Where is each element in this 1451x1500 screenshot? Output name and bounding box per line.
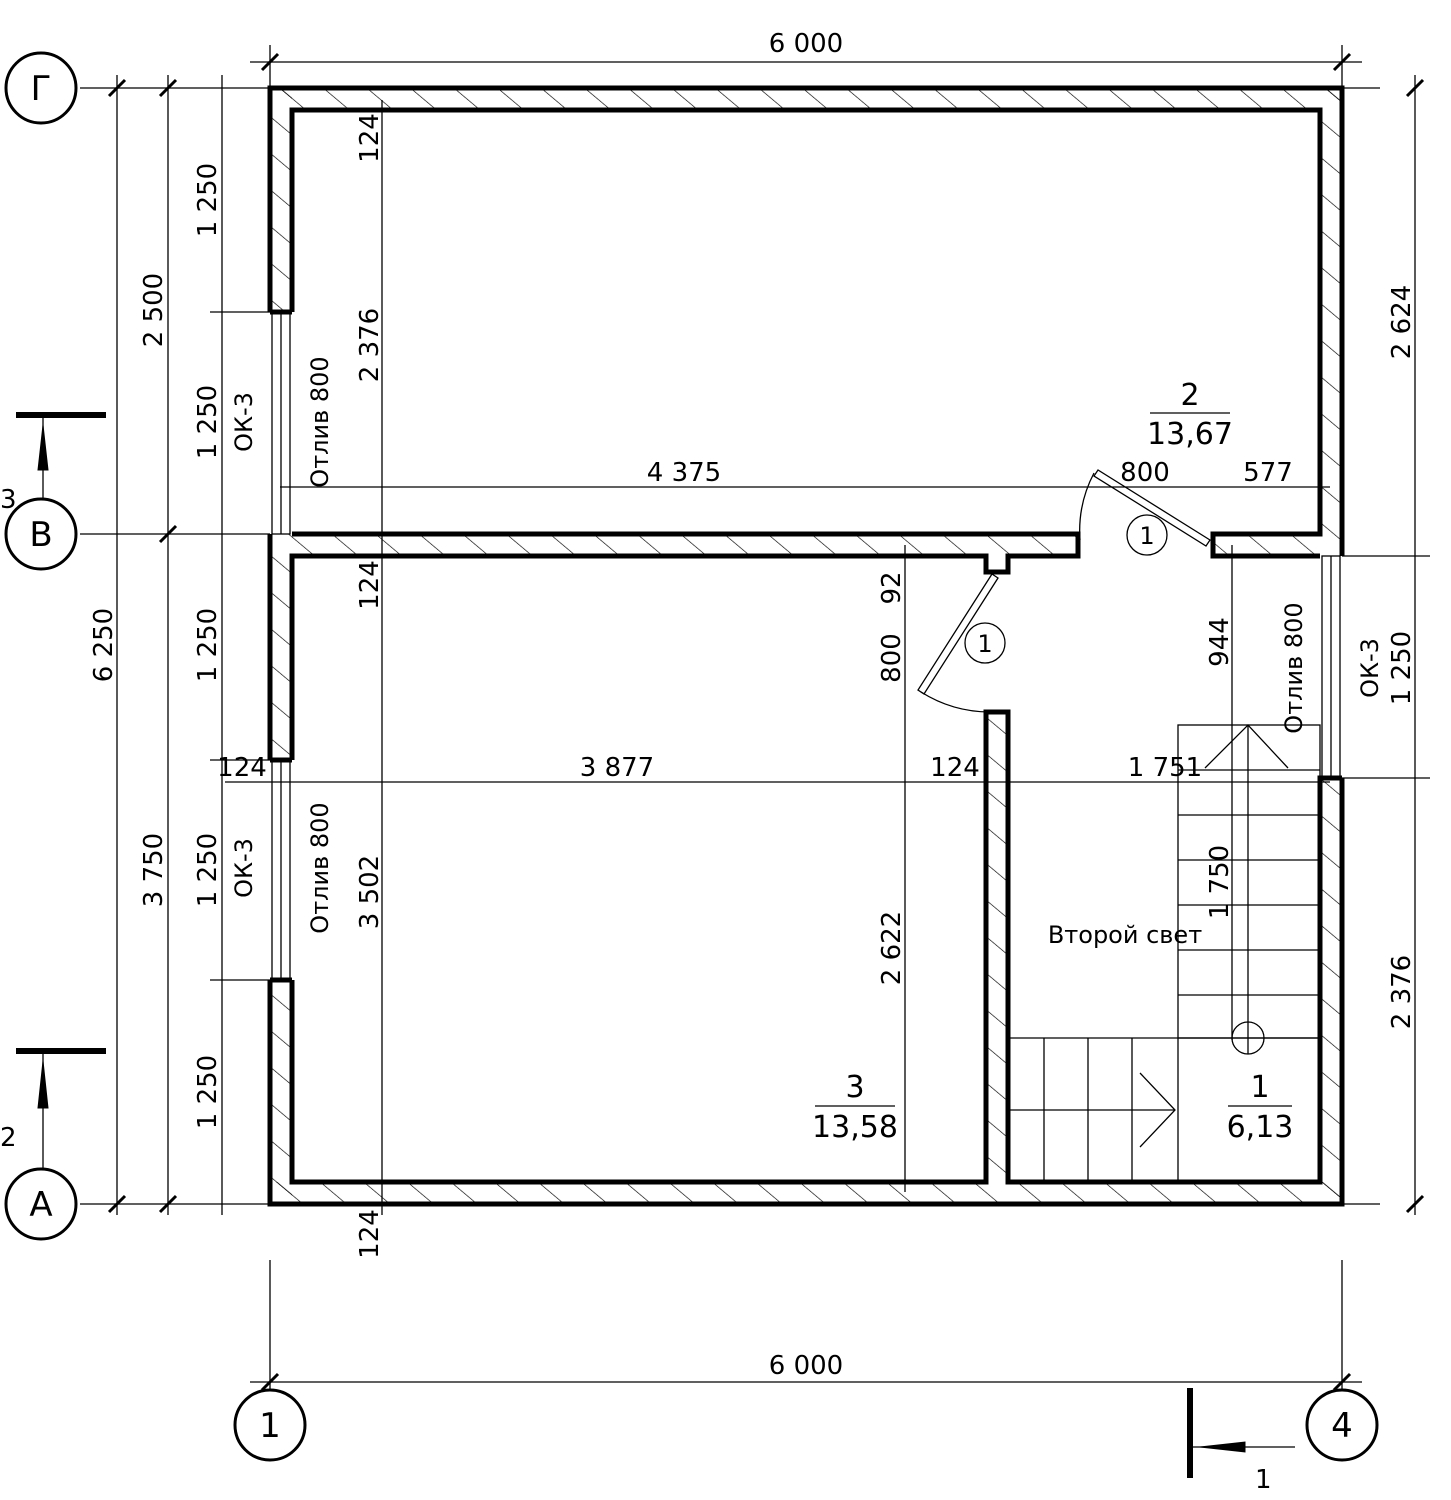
window-label: ОК-3 [1356, 638, 1384, 698]
axis-label-v: В [29, 515, 52, 555]
second-light-label: Второй свет [1048, 921, 1202, 949]
dim-text: 124 [930, 753, 980, 783]
dim-text: 2 622 [877, 911, 907, 985]
axis-label-g: Г [31, 69, 52, 109]
walls-hatch [270, 88, 1342, 1204]
dim-text: 4 375 [647, 458, 721, 488]
dim-overall-width-bottom: 6 000 [769, 1351, 843, 1381]
sill-label: Отлив 800 [306, 356, 334, 487]
dim-text: 1 750 [1205, 845, 1235, 919]
room-number: 2 [1180, 378, 1199, 413]
dim-text: 3 750 [139, 833, 169, 907]
sill-label: Отлив 800 [306, 802, 334, 933]
dim-text: 2 376 [355, 308, 385, 382]
section-label: 1 [1255, 1465, 1272, 1495]
dim-text: 577 [1243, 458, 1293, 488]
dim-text: 1 250 [1387, 631, 1417, 705]
dim-text: 124 [355, 560, 385, 610]
dim-text: 1 250 [193, 833, 223, 907]
room-area: 6,13 [1227, 1110, 1294, 1145]
dim-text: 1 250 [193, 163, 223, 237]
dim-total-height: 6 250 [89, 608, 119, 682]
dim-text: 124 [355, 113, 385, 163]
dim-text: 3 502 [355, 855, 385, 929]
window-label: ОК-3 [230, 838, 258, 898]
windows [271, 311, 1341, 981]
vertical-dims: 6 250 2 500 3 750 1 250 1 250 1 250 1 25… [89, 113, 1417, 1259]
dim-text: 124 [355, 1209, 385, 1259]
dimension-lines [80, 45, 1430, 1390]
dim-text: 800 [877, 633, 907, 683]
dim-text: 124 [217, 753, 267, 783]
axis-markers [4, 51, 1379, 1462]
dimension-ticks [107, 52, 1425, 1392]
walls [267, 85, 1345, 1207]
dim-text: 1 751 [1128, 753, 1202, 783]
room-area: 13,67 [1147, 417, 1233, 452]
room-number: 1 [1250, 1070, 1269, 1105]
dim-text: 1 250 [193, 1055, 223, 1129]
room-number: 3 [845, 1070, 864, 1105]
axis-label-a: А [29, 1185, 52, 1225]
axis-label-1: 1 [259, 1406, 281, 1446]
dim-text: 1 250 [193, 385, 223, 459]
section-label: 3 [0, 485, 17, 515]
dim-text: 2 500 [139, 273, 169, 347]
dim-overall-width: 6 000 [769, 29, 843, 59]
dim-text: 2 624 [1387, 285, 1417, 359]
stairs [1008, 724, 1321, 1182]
door-lower [917, 573, 1006, 713]
sill-label: Отлив 800 [1280, 602, 1308, 733]
door-mark: 1 [1139, 522, 1154, 550]
door-upper [1079, 469, 1211, 556]
dim-text: 2 376 [1387, 955, 1417, 1029]
room-area: 13,58 [812, 1110, 898, 1145]
dim-text: 3 877 [580, 753, 654, 783]
door-mark: 1 [977, 630, 992, 658]
section-marks [16, 412, 1295, 1478]
dim-text: 1 250 [193, 608, 223, 682]
dim-text: 800 [1120, 458, 1170, 488]
window-label: ОК-3 [230, 392, 258, 452]
room-tags: 2 13,67 3 13,58 1 6,13 Второй свет [812, 378, 1293, 1145]
axis-label-4: 4 [1331, 1406, 1353, 1446]
dim-text: 944 [1205, 617, 1235, 667]
dim-text: 92 [877, 571, 907, 604]
section-label: 2 [0, 1123, 17, 1153]
